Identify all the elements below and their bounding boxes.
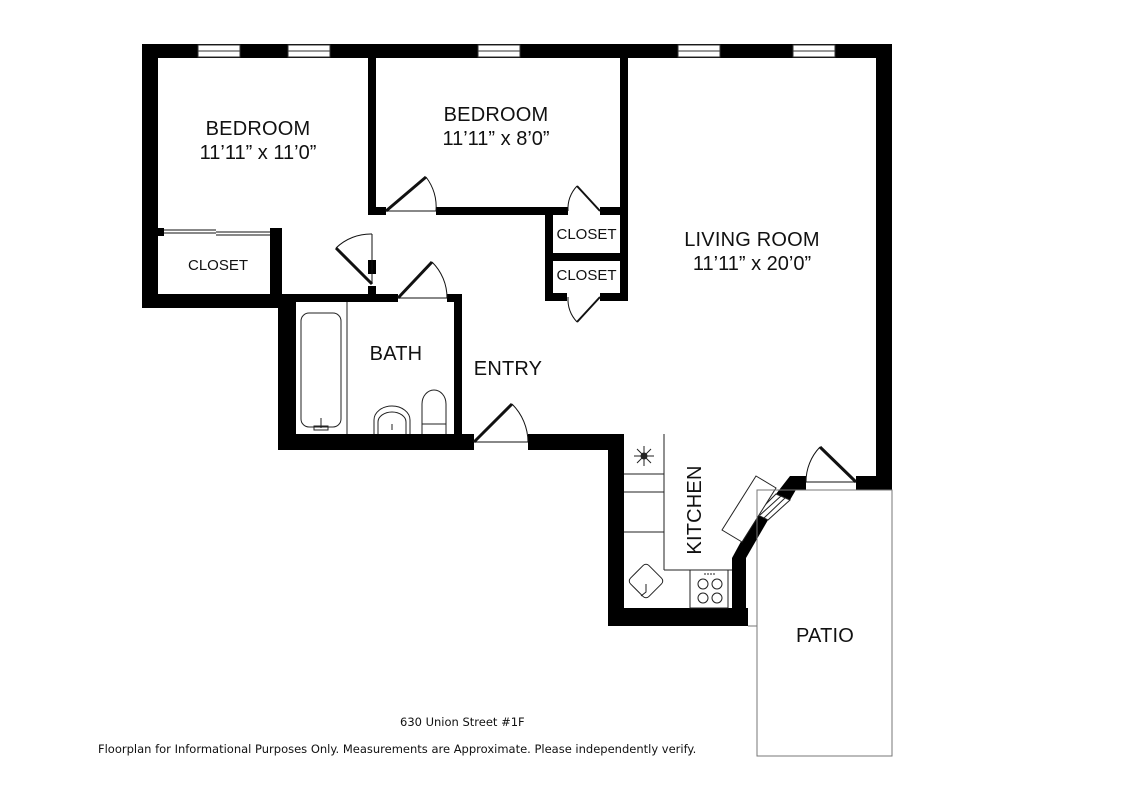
stove-icon [689,569,729,609]
room-closet-1: CLOSET [187,257,248,274]
sink-icon [373,405,411,434]
toilet-icon [421,389,447,434]
room-patio: PATIO [795,625,855,647]
room-kitchen: KITCHEN [684,465,706,555]
walls [142,44,892,626]
room-closet-2: CLOSET [556,226,617,243]
room-dimensions: 11’11” x 8’0” [442,128,550,150]
room-bedroom-1: BEDROOM 11’11” x 11’0” [178,117,338,165]
room-name: BEDROOM [443,104,549,126]
kitchen-sink-icon [628,563,664,599]
kitchen-window [721,475,791,543]
room-living-room: LIVING ROOM 11’11” x 20’0” [662,228,842,276]
room-name: BEDROOM [205,118,311,140]
bathtub-icon [300,312,342,428]
room-bedroom-2: BEDROOM 11’11” x 8’0” [416,103,576,151]
room-dimensions: 11’11” x 20’0” [692,253,812,275]
address-caption: 630 Union Street #1F [400,715,525,729]
refrigerator-icon [634,446,654,466]
kitchen-fixtures [624,434,732,609]
windows [197,44,836,58]
room-entry: ENTRY [473,358,543,380]
room-dimensions: 11’11” x 11’0” [199,142,317,164]
patio-outline [756,489,893,757]
disclaimer-caption: Floorplan for Informational Purposes Onl… [98,742,697,756]
bath-fixtures [300,302,447,434]
room-bath: BATH [369,343,423,365]
doors [164,175,858,484]
room-closet-3: CLOSET [556,267,617,284]
room-name: LIVING ROOM [684,229,820,251]
